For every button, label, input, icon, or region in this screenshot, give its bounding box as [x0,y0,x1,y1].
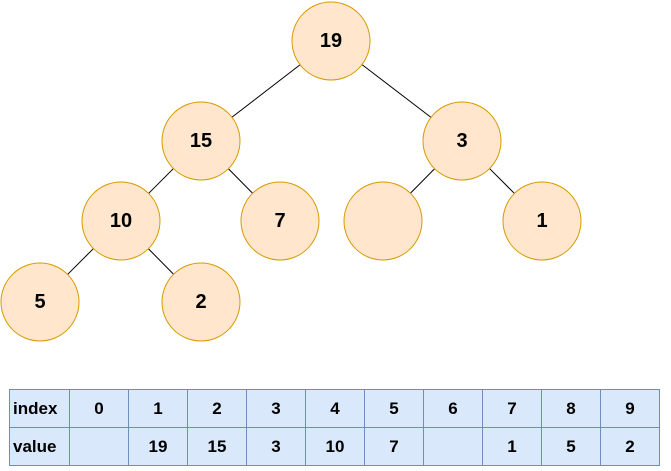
tree-node: 1 [502,181,582,261]
tree-node: 3 [422,101,502,181]
tree-edge [361,64,432,118]
tree-edge [228,168,253,194]
tree-node-circle [81,181,161,261]
tree-node-circle [343,181,423,261]
tree-node: 2 [161,262,241,342]
tree-node-value: 19 [320,30,342,52]
value-cell: 19 [128,427,188,466]
index-cell: 5 [364,389,424,428]
value-cell: 15 [187,427,247,466]
tree-node-circle [502,181,582,261]
index-cell: 6 [423,389,483,428]
value-row-label: value [9,427,70,466]
tree-node: 5 [0,262,80,342]
tree-edge [231,64,301,118]
tree-node: 19 [291,1,371,81]
tree-node-circle [291,1,371,81]
tree-node-circle [0,262,80,342]
index-cell: 1 [128,389,188,428]
value-cell: 5 [541,427,601,466]
tree-edge [410,168,435,194]
index-cell: 8 [541,389,601,428]
index-cell: 9 [600,389,660,428]
tree-node: 15 [161,101,241,181]
tree-node: 7 [240,181,320,261]
value-cell [423,427,483,466]
tree-node-value: 10 [110,210,132,232]
tree-node-circle [240,181,320,261]
tree-edge [148,248,174,275]
tree-edge [67,248,94,275]
tree-node-value: 5 [34,291,45,313]
tree-node [343,181,423,261]
value-cell: 3 [246,427,306,466]
tree-node-circle [161,262,241,342]
tree-edge [148,168,174,194]
value-cell: 2 [600,427,660,466]
value-cell: 7 [364,427,424,466]
tree-node-circle [161,101,241,181]
tree-node: 10 [81,181,161,261]
tree-node-value: 3 [456,130,467,152]
tree-node-value: 7 [274,210,285,232]
tree-node-value: 2 [195,291,206,313]
value-cell: 10 [305,427,365,466]
tree-edges [67,64,515,275]
index-cell: 4 [305,389,365,428]
index-cell: 7 [482,389,542,428]
tree-node-circle [422,101,502,181]
index-cell: 2 [187,389,247,428]
tree-node-value: 1 [536,210,547,232]
value-cell: 1 [482,427,542,466]
index-row-label: index [9,389,70,428]
tree-edge [489,168,515,194]
tree-node-value: 15 [190,130,212,152]
index-cell: 0 [69,389,129,428]
index-cell: 3 [246,389,306,428]
value-cell [69,427,129,466]
